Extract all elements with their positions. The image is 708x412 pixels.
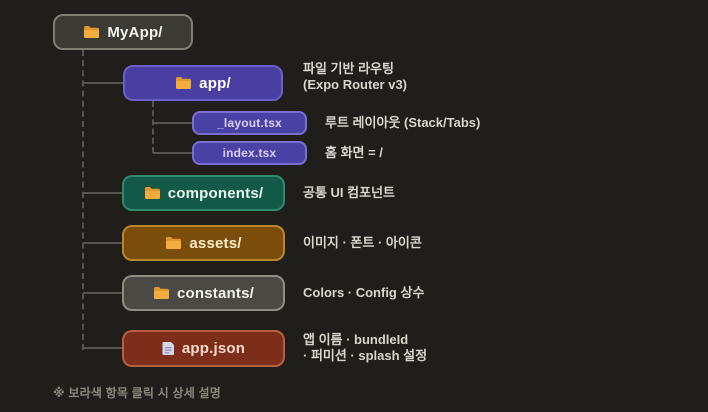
connector-appjson [83, 347, 122, 349]
annotation-assets: 이미지 · 폰트 · 아이콘 [303, 235, 422, 251]
annotation-line: 앱 이름 · bundleId [303, 332, 409, 347]
node-label: index.tsx [222, 146, 277, 160]
connector-components [83, 192, 122, 194]
annotation-line: 이미지 · 폰트 · 아이콘 [303, 235, 422, 250]
annotation-line: (Expo Router v3) [303, 77, 408, 92]
annotation-index-tsx: 홈 화면 = / [325, 145, 383, 161]
node-label: MyApp/ [107, 23, 163, 41]
node-label: components/ [167, 184, 264, 202]
annotation-app: 파일 기반 라우팅 (Expo Router v3) [303, 61, 407, 93]
file-icon [162, 341, 175, 356]
node-constants-folder: constants/ [122, 275, 285, 311]
node-components-folder: components/ [122, 175, 285, 211]
node-label: assets/ [189, 234, 242, 252]
annotation-app-json: 앱 이름 · bundleId · 퍼미션 · splash 설정 [303, 332, 427, 364]
annotation-line: Colors · Config 상수 [303, 285, 425, 300]
connector-assets [83, 242, 122, 244]
annotation-layout-tsx: 루트 레이아웃 (Stack/Tabs) [325, 115, 480, 131]
node-layout-tsx[interactable]: _layout.tsx [192, 111, 307, 135]
annotation-line: · 퍼미션 · splash 설정 [303, 348, 428, 363]
node-label: constants/ [176, 284, 254, 302]
connector-layout [153, 122, 192, 124]
connector-index [153, 152, 192, 154]
folder-icon [175, 76, 192, 90]
node-label: _layout.tsx [217, 116, 282, 130]
annotation-line: 홈 화면 = / [325, 145, 383, 160]
footer-note: ※ 보라색 항목 클릭 시 상세 설명 [53, 386, 221, 400]
annotation-line: 공통 UI 컴포넌트 [303, 185, 395, 200]
connector-constants [83, 292, 122, 294]
folder-icon [83, 25, 100, 39]
node-label: app.json [181, 340, 246, 357]
node-label: app/ [199, 74, 231, 92]
node-app-folder[interactable]: app/ [123, 65, 283, 101]
node-assets-folder: assets/ [122, 225, 285, 261]
annotation-constants: Colors · Config 상수 [303, 285, 424, 301]
folder-icon [165, 236, 182, 250]
tree-trunk-line [82, 50, 84, 350]
app-branch-line [152, 101, 154, 153]
node-index-tsx[interactable]: index.tsx [192, 141, 307, 165]
annotation-line: 루트 레이아웃 (Stack/Tabs) [325, 115, 481, 130]
node-app-json-file: app.json [122, 330, 285, 367]
node-myapp-root: MyApp/ [53, 14, 193, 50]
annotation-line: 파일 기반 라우팅 [303, 61, 394, 76]
connector-app [83, 82, 123, 84]
annotation-components: 공통 UI 컴포넌트 [303, 185, 395, 201]
folder-icon [144, 186, 161, 200]
folder-icon [153, 286, 170, 300]
